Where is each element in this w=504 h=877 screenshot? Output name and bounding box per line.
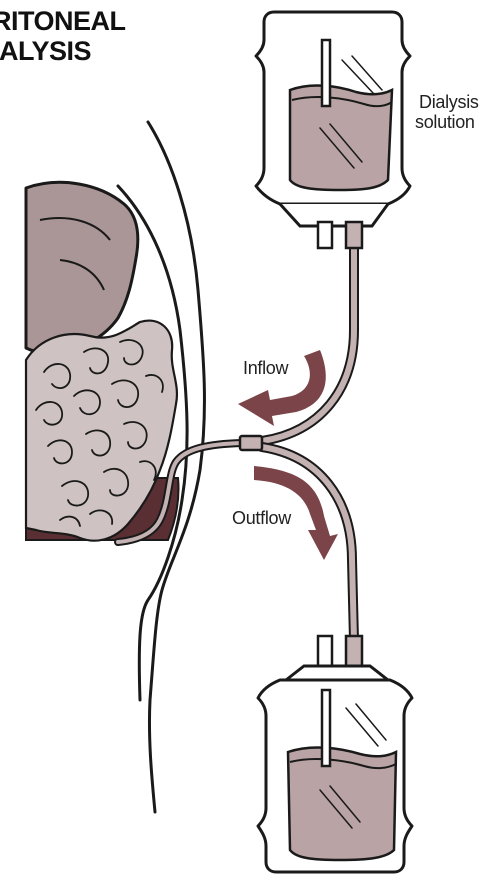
solution-bag-port-right [346, 222, 362, 248]
dialysis-solution-label-line-2: solution [415, 112, 475, 133]
y-connector [240, 436, 262, 450]
title-line-2: IALYSIS [0, 36, 91, 66]
inflow-label: Inflow [243, 358, 288, 379]
solution-bag-bottom [280, 204, 388, 226]
drain-bag [258, 636, 412, 872]
solution-bag-vent-tube [322, 40, 330, 106]
drain-bag-vent-tube [322, 690, 330, 766]
outflow-label: Outflow [232, 508, 291, 529]
drain-bag-top [286, 666, 388, 680]
solution-bag [256, 12, 410, 248]
dialysis-solution-label-line-1: Dialysis [419, 92, 479, 113]
drain-fluid [288, 748, 396, 860]
liver-organ [26, 182, 138, 352]
solution-bag-port-left [318, 222, 332, 248]
title-line-1: RITONEAL [0, 6, 126, 36]
